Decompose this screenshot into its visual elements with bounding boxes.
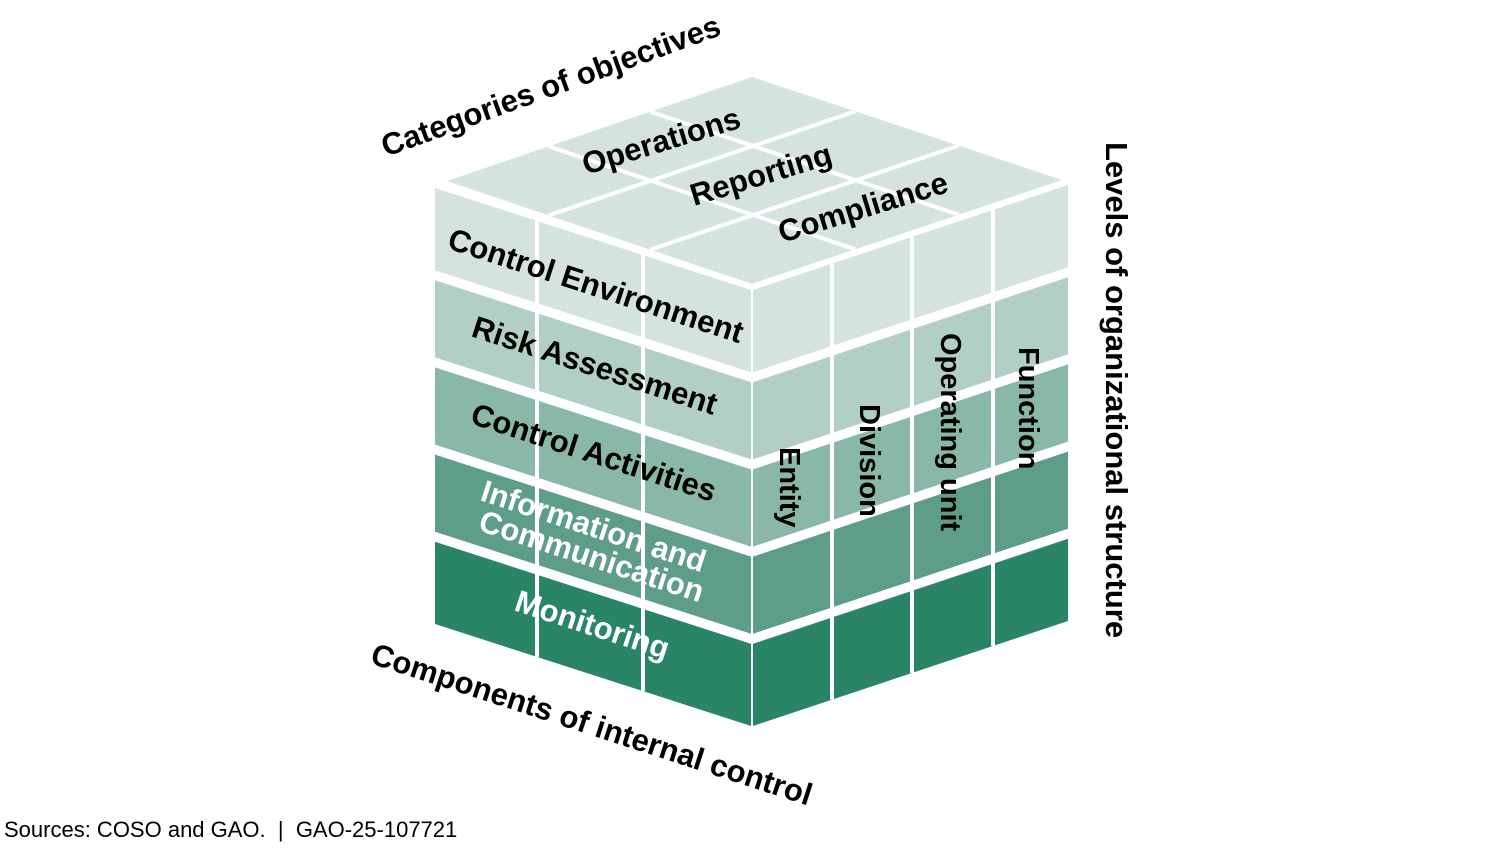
level-label-entity: Entity <box>773 447 805 528</box>
source-note: Sources: COSO and GAO. | GAO-25-107721 <box>4 817 458 842</box>
component-band <box>435 541 751 726</box>
level-label-division: Division <box>853 404 885 517</box>
top-face-objectives <box>431 77 1072 293</box>
front-face-components <box>435 188 751 726</box>
top-edge-gap <box>751 178 1072 293</box>
top-face-surface <box>447 77 1062 284</box>
level-label-function: Function <box>1012 347 1044 469</box>
side-face-levels <box>753 185 1068 726</box>
top-face-gridline <box>649 109 960 217</box>
top-face-gridline <box>548 109 856 218</box>
component-band <box>435 280 751 460</box>
top-edge-gap <box>431 181 753 293</box>
component-band <box>435 367 751 547</box>
component-band <box>435 188 751 373</box>
top-face-gridline <box>548 144 856 252</box>
component-band <box>435 454 751 634</box>
axis-title-levels-of-organizational-structure: Levels of organizational structure <box>1099 142 1134 638</box>
top-face-gridline <box>649 143 960 252</box>
level-label-operating-unit: Operating unit <box>934 333 966 532</box>
